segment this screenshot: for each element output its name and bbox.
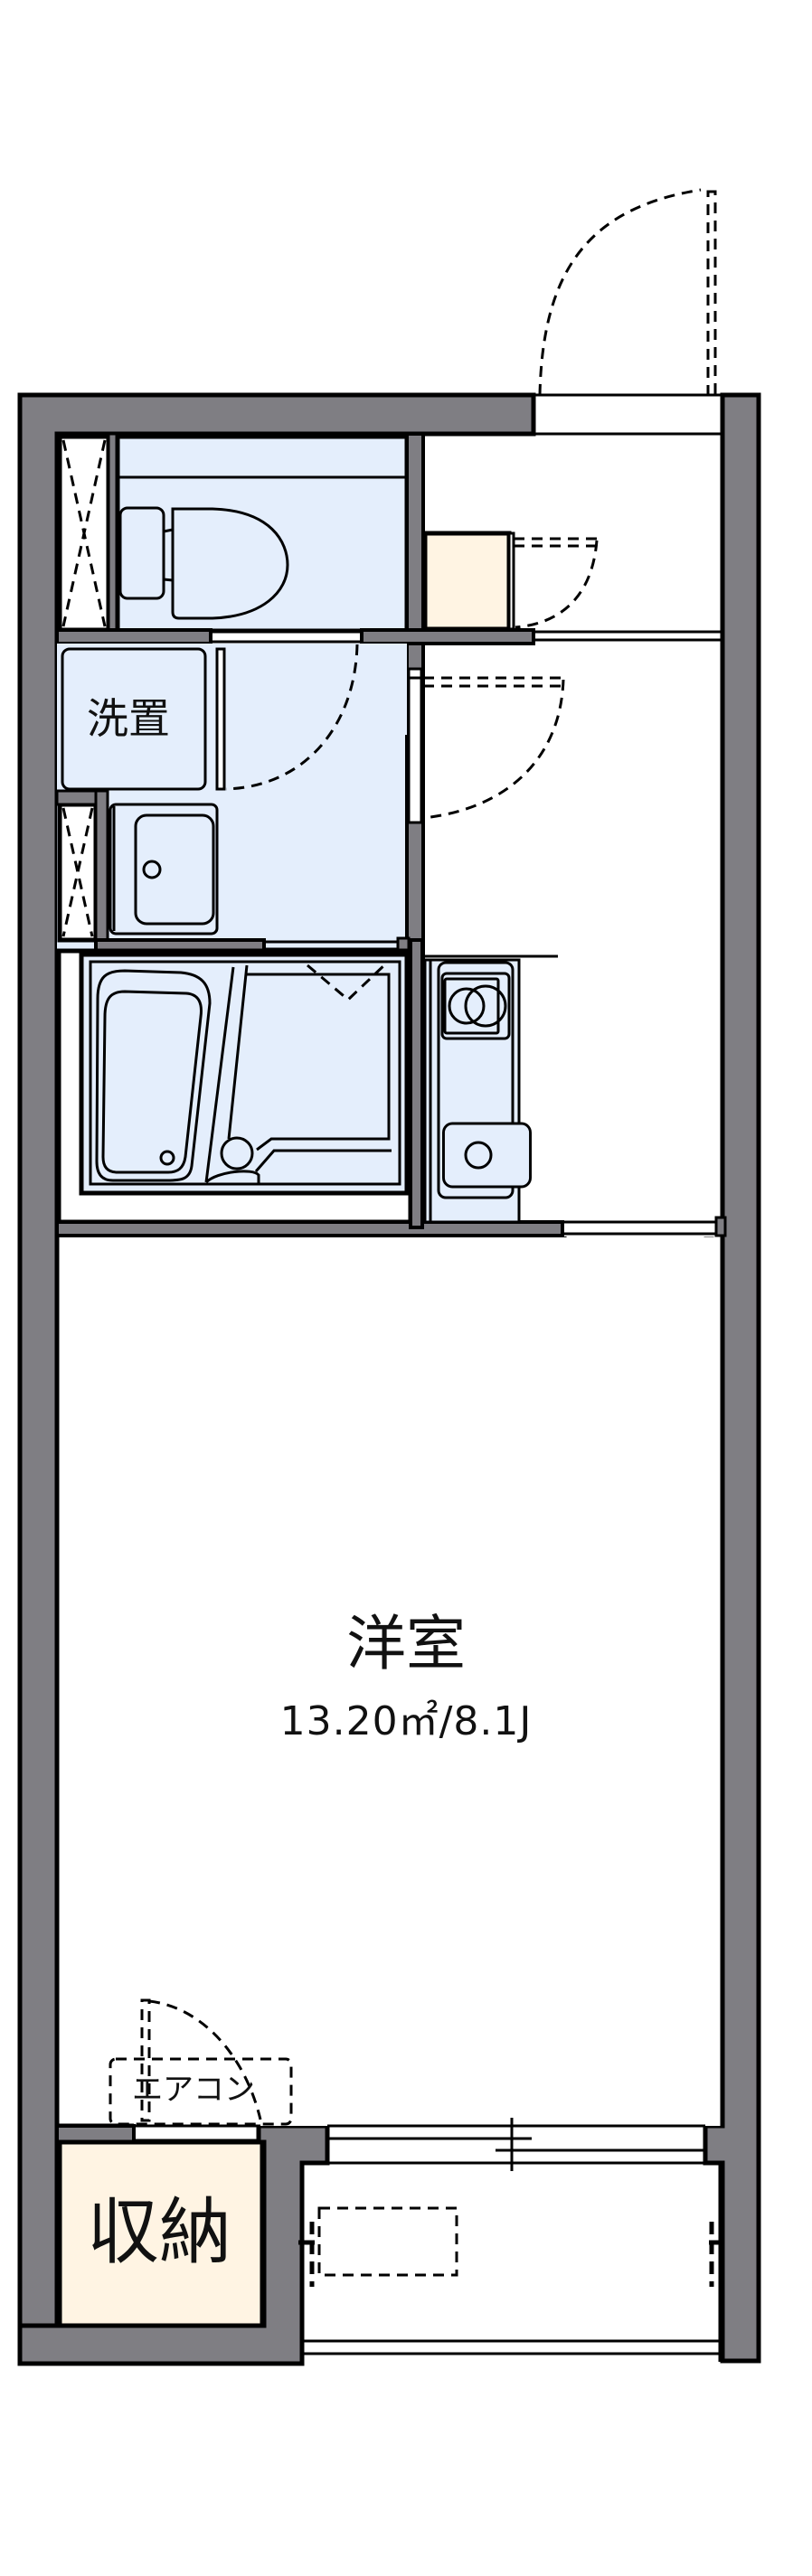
air-conditioner-label: エアコン (132, 2072, 255, 2108)
toilet-room (115, 434, 410, 634)
storage-label: 収納 (87, 2190, 231, 2274)
outdoor-unit-outline (317, 2206, 458, 2277)
unit-bath (56, 948, 413, 1225)
storage-door (109, 1998, 293, 2126)
western-room-label: 洋室 (346, 1609, 466, 1678)
air-conditioner-outline (109, 2057, 293, 2126)
closet-upper (57, 434, 111, 633)
storage-room (57, 2139, 265, 2328)
kitchen (423, 954, 558, 1224)
balcony-window (327, 2118, 705, 2171)
western-room-area: 13.20㎡/8.1J (279, 1698, 533, 1744)
washbasin (109, 803, 219, 935)
closet-lower (57, 802, 99, 943)
entrance-door (538, 188, 717, 397)
shoe-box (422, 531, 599, 632)
balcony (298, 2163, 723, 2362)
washroom-label: 洗置 (87, 694, 170, 743)
